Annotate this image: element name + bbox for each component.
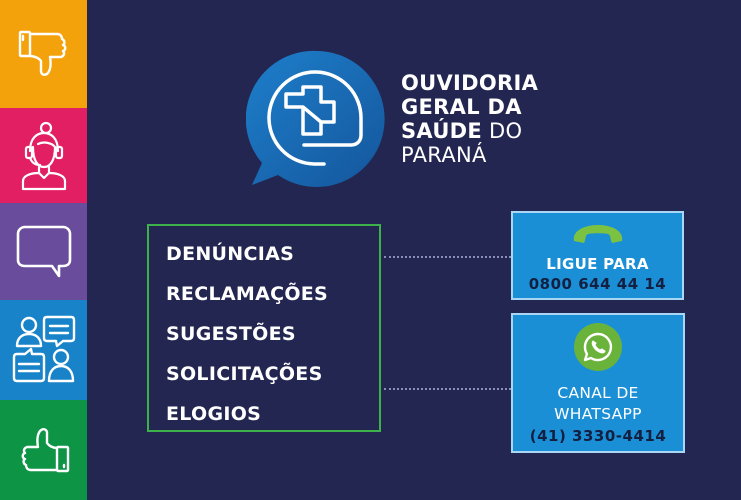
page-title: OUVIDORIA GERAL DA SAÚDE DO PARANÁ bbox=[401, 71, 538, 167]
list-item: DENÚNCIAS bbox=[166, 243, 295, 265]
dotted-connector bbox=[384, 388, 511, 390]
speech-bubble-icon bbox=[16, 225, 71, 277]
title-line-2: GERAL DA bbox=[401, 95, 522, 119]
phone-card[interactable]: LIGUE PARA 0800 644 44 14 bbox=[511, 211, 684, 300]
sidebar-item-elogios bbox=[0, 400, 87, 500]
whatsapp-number[interactable]: (41) 3330-4414 bbox=[529, 427, 667, 445]
call-center-agent-icon bbox=[21, 121, 66, 190]
thumbs-up-icon bbox=[21, 428, 69, 473]
title-line-1: OUVIDORIA bbox=[401, 71, 539, 95]
whatsapp-label-line-2: WHATSAPP bbox=[554, 405, 642, 423]
list-item: SOLICITAÇÕES bbox=[166, 363, 323, 385]
whatsapp-icon-badge bbox=[574, 323, 622, 371]
whatsapp-icon bbox=[583, 332, 613, 362]
title-line-3-light: DO bbox=[482, 119, 523, 143]
sidebar-item-sugestoes bbox=[0, 203, 87, 300]
title-line-3-bold: SAÚDE bbox=[401, 119, 483, 143]
services-list: DENÚNCIAS RECLAMAÇÕES SUGESTÕES SOLICITA… bbox=[147, 224, 381, 432]
list-item: RECLAMAÇÕES bbox=[166, 283, 329, 305]
sidebar bbox=[0, 0, 87, 500]
whatsapp-label-line-1: CANAL DE bbox=[557, 384, 639, 402]
sidebar-item-atendimento bbox=[0, 108, 87, 203]
list-item: ELOGIOS bbox=[166, 403, 262, 425]
phone-label: LIGUE PARA bbox=[546, 255, 649, 273]
sidebar-item-solicitacoes bbox=[0, 300, 87, 400]
dotted-connector bbox=[384, 256, 511, 258]
telephone-icon bbox=[573, 225, 622, 243]
title-line-4: PARANÁ bbox=[401, 143, 487, 167]
whatsapp-card[interactable]: CANAL DE WHATSAPP (41) 3330-4414 bbox=[511, 313, 685, 453]
health-cross-speech-bubble-icon bbox=[246, 50, 385, 187]
conversation-icon bbox=[12, 315, 75, 383]
list-item: SUGESTÕES bbox=[166, 323, 296, 345]
sidebar-item-denuncias bbox=[0, 0, 87, 108]
thumbs-down-icon bbox=[18, 30, 66, 76]
phone-number[interactable]: 0800 644 44 14 bbox=[528, 275, 667, 293]
